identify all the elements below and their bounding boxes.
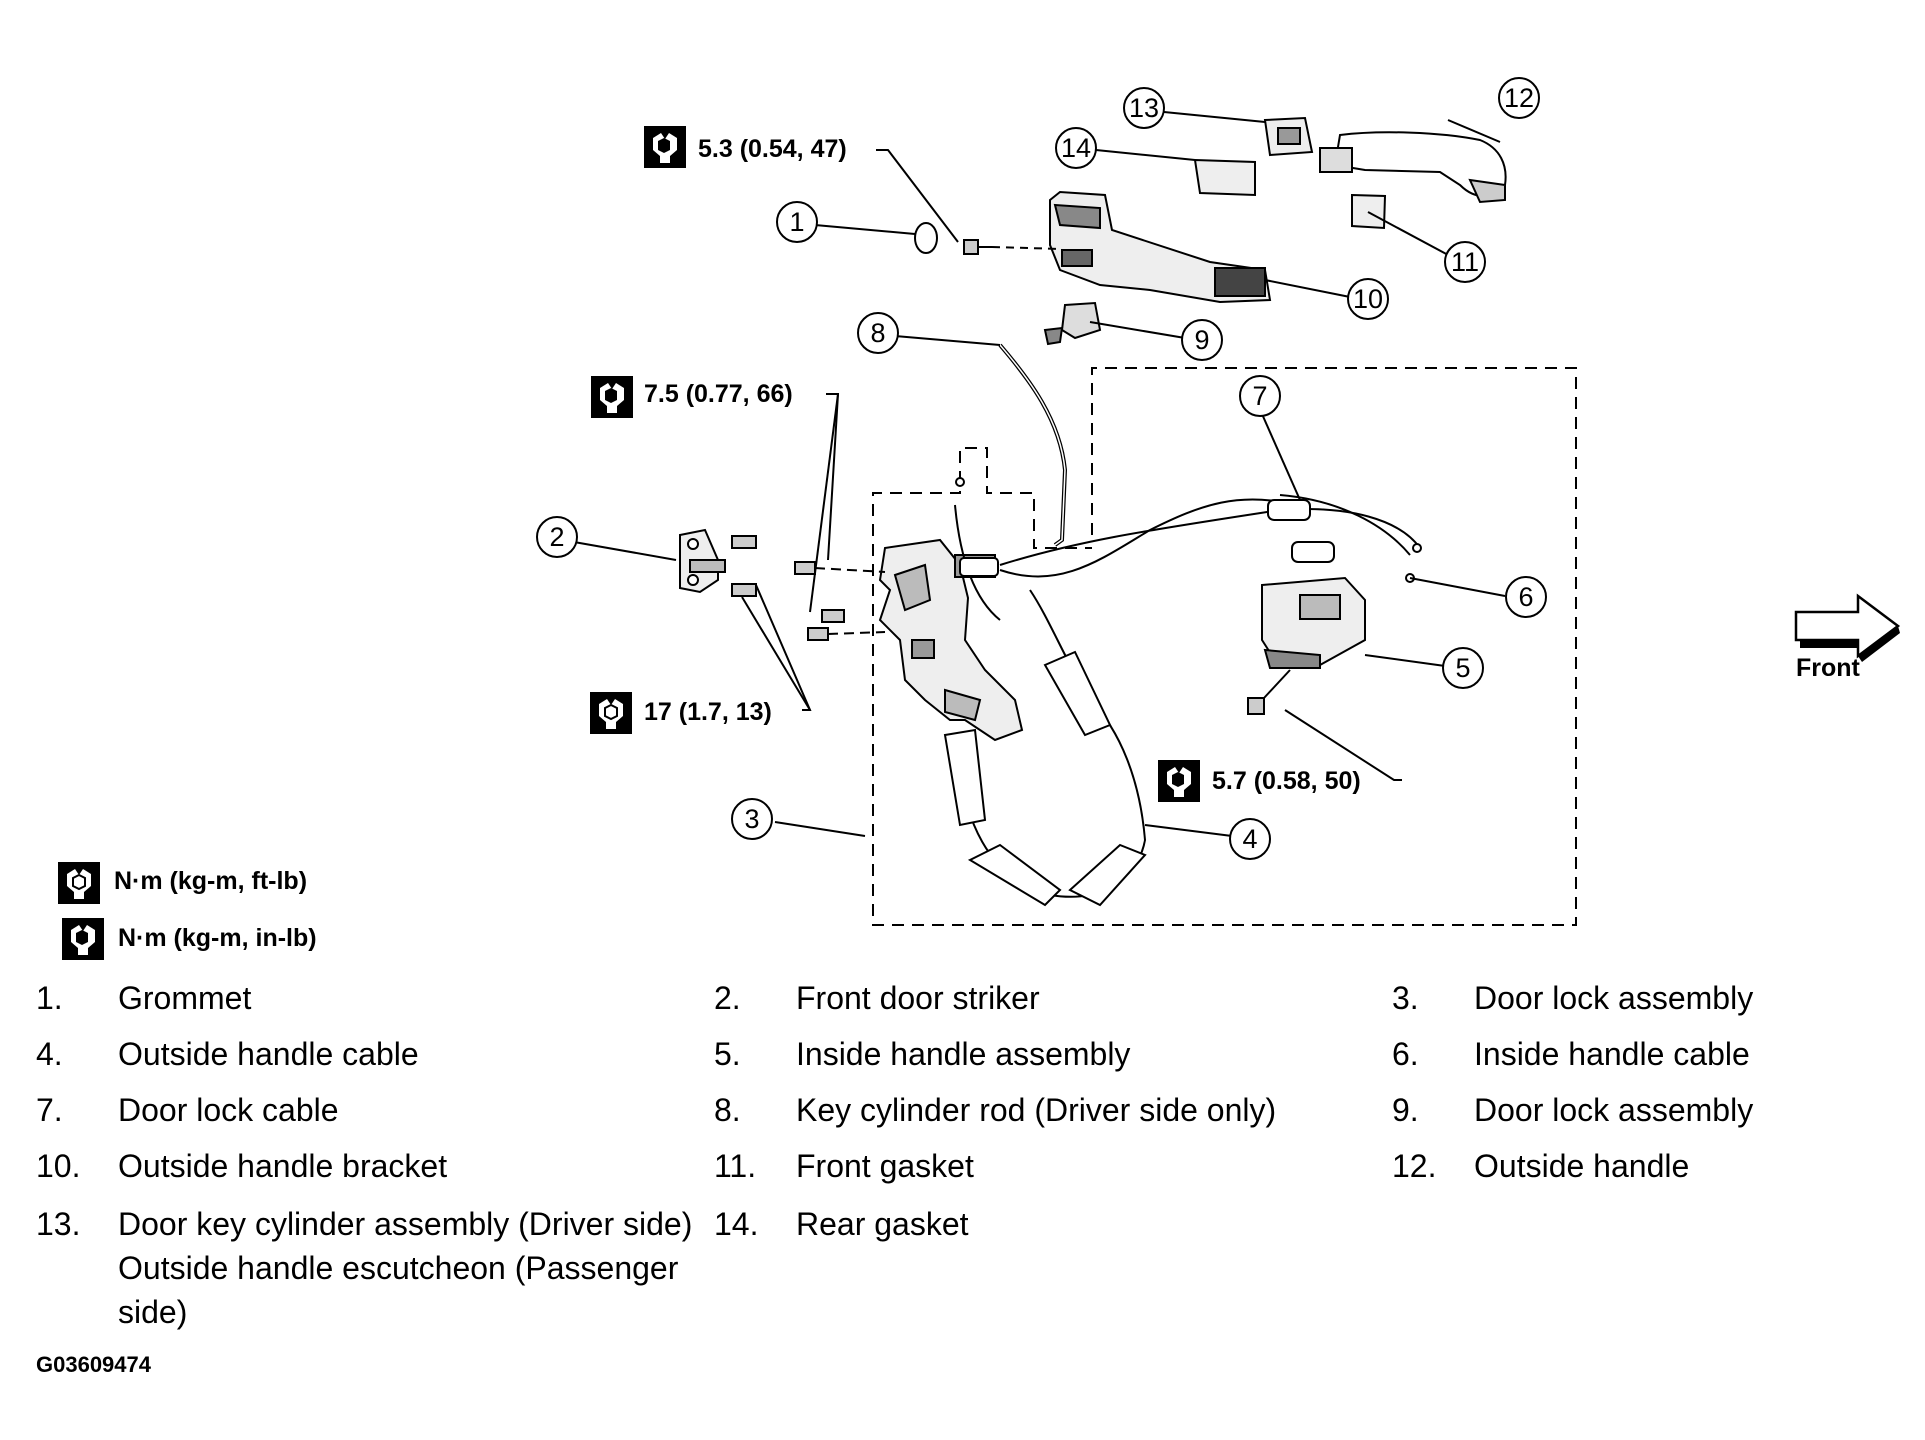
part-14-rear-gasket — [1193, 158, 1256, 197]
callout-11: 11 — [1451, 247, 1479, 277]
part-1-grommet — [914, 222, 938, 254]
part-description: Rear gasket — [796, 1206, 969, 1242]
torque-icon-in-lb — [644, 126, 686, 168]
part-number: 5. — [714, 1036, 741, 1072]
part-number: 11. — [714, 1148, 757, 1184]
inside-handle-bolt — [1247, 669, 1291, 715]
callout-12: 12 — [1504, 83, 1534, 113]
torque-spec-4: 5.7 (0.58, 50) — [1212, 767, 1361, 795]
parts-list: 1. Grommet 2. Front door striker 3. Door… — [0, 968, 1925, 1348]
figure-id: G03609474 — [36, 1352, 151, 1377]
part-13-key-cylinder — [1263, 116, 1314, 157]
callout-4: 4 — [1242, 824, 1257, 854]
part-description: Key cylinder rod (Driver side only) — [796, 1092, 1277, 1128]
dashed-boundary-lines — [872, 367, 1577, 926]
part-5-inside-handle-assembly — [1261, 576, 1366, 669]
part-description: Door lock assembly — [1474, 1092, 1754, 1128]
torque-spec-3: 17 (1.7, 13) — [644, 698, 772, 726]
part-description: Front door striker — [796, 980, 1040, 1016]
leader-lines — [573, 111, 1506, 837]
callout-7: 7 — [1252, 381, 1267, 411]
part-number: 10. — [36, 1148, 81, 1184]
torque-spec-1: 5.3 (0.54, 47) — [698, 135, 847, 163]
callout-1: 1 — [789, 207, 804, 237]
part-number: 8. — [714, 1092, 741, 1128]
callout-6: 6 — [1518, 582, 1533, 612]
part-number: 1. — [36, 980, 63, 1016]
part-description: Front gasket — [796, 1148, 974, 1184]
callout-3: 3 — [744, 804, 759, 834]
torque-icon-in-lb — [591, 376, 633, 418]
callout-10: 10 — [1353, 284, 1383, 314]
part-number: 7. — [36, 1092, 63, 1128]
torque-spec-2: 7.5 (0.77, 66) — [644, 380, 793, 408]
part-number: 2. — [714, 980, 741, 1016]
lock-bolt-alignment-lines — [814, 567, 886, 635]
part-8-key-cylinder-rod — [998, 343, 1068, 547]
wrench-ft-lb-icon — [57, 861, 101, 905]
part-9-lock-actuator — [1043, 301, 1102, 346]
callout-9: 9 — [1194, 325, 1209, 355]
callout-14: 14 — [1061, 133, 1091, 163]
handle-bolt — [963, 239, 992, 255]
part-number: 6. — [1392, 1036, 1419, 1072]
part-10-outside-handle-bracket — [1049, 190, 1272, 304]
front-arrow-icon — [1794, 593, 1901, 662]
torque-icon-in-lb — [1158, 760, 1200, 802]
callout-13: 13 — [1129, 93, 1159, 123]
part-description: Grommet — [118, 980, 252, 1016]
legend-ft-lb: N·m (kg-m, ft-lb) — [114, 867, 307, 895]
part-number: 12. — [1392, 1148, 1437, 1184]
callout-markers — [536, 77, 1547, 860]
callout-2: 2 — [549, 522, 564, 552]
callout-5: 5 — [1455, 653, 1470, 683]
front-label: Front — [1796, 654, 1861, 682]
striker-bolts — [731, 535, 845, 641]
part-description: Door key cylinder assembly (Driver side)… — [118, 1206, 693, 1330]
cable-clips — [955, 477, 1422, 583]
part-number: 13. — [36, 1206, 81, 1242]
part-number: 14. — [714, 1206, 759, 1242]
part-description: Door lock cable — [118, 1092, 339, 1128]
legend-in-lb: N·m (kg-m, in-lb) — [118, 924, 317, 952]
part-description: Outside handle — [1474, 1148, 1690, 1184]
callout-8: 8 — [870, 318, 885, 348]
part-number: 3. — [1392, 980, 1419, 1016]
part-4-outside-handle-cable — [943, 589, 1147, 907]
part-12-outside-handle — [1319, 131, 1507, 204]
torque-icon-ft-lb — [589, 691, 633, 735]
wrench-in-lb-icon — [62, 918, 104, 960]
part-description: Inside handle assembly — [796, 1036, 1131, 1072]
part-description: Inside handle cable — [1474, 1036, 1750, 1072]
part-description: Outside handle cable — [118, 1036, 419, 1072]
part-number: 9. — [1392, 1092, 1419, 1128]
part-description: Outside handle bracket — [118, 1148, 448, 1184]
part-2-front-door-striker — [679, 528, 726, 594]
bolt-alignment-line — [991, 246, 1063, 250]
part-description: Door lock assembly — [1474, 980, 1754, 1016]
part-3-door-lock-assembly — [878, 538, 1024, 742]
part-number: 4. — [36, 1036, 63, 1072]
